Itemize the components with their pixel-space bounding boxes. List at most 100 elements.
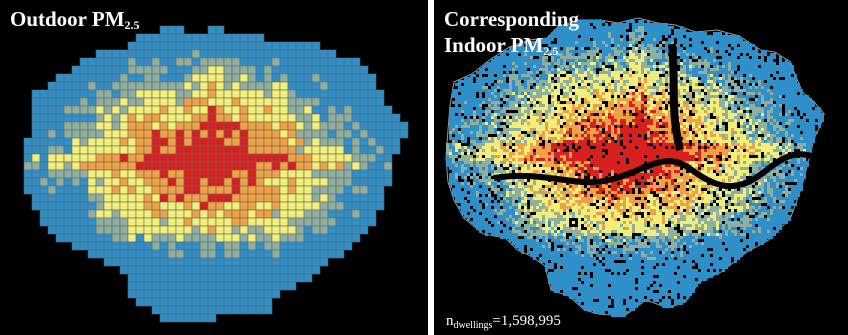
grid-cell	[287, 233, 297, 243]
grid-cell	[215, 241, 225, 251]
grid-cell	[223, 289, 233, 299]
grid-cell	[103, 225, 113, 235]
grid-cell	[319, 81, 329, 91]
grid-cell	[223, 169, 233, 179]
grid-cell	[103, 145, 113, 155]
grid-cell	[303, 113, 313, 123]
grid-cell	[287, 73, 297, 83]
grid-cell	[127, 177, 137, 187]
grid-cell	[223, 49, 233, 59]
grid-cell	[375, 185, 385, 195]
grid-cell	[39, 177, 49, 187]
grid-cell	[135, 185, 145, 195]
grid-cell	[311, 257, 321, 267]
grid-cell	[215, 305, 225, 315]
grid-cell	[183, 129, 193, 139]
grid-cell	[215, 41, 225, 51]
grid-cell	[183, 281, 193, 291]
grid-cell	[287, 41, 297, 51]
grid-cell	[303, 265, 313, 275]
grid-cell	[247, 33, 257, 43]
grid-cell	[55, 137, 65, 147]
grid-cell	[303, 273, 313, 283]
grid-cell	[247, 249, 257, 259]
grid-cell	[175, 81, 185, 91]
grid-cell	[295, 169, 305, 179]
grid-cell	[63, 137, 73, 147]
grid-cell	[207, 249, 217, 259]
grid-cell	[335, 113, 345, 123]
grid-cell	[119, 65, 129, 75]
grid-cell	[71, 233, 81, 243]
grid-cell	[71, 217, 81, 227]
grid-cell	[119, 113, 129, 123]
grid-cell	[159, 57, 169, 67]
grid-cell	[295, 129, 305, 139]
grid-cell	[303, 161, 313, 171]
grid-cell	[191, 185, 201, 195]
indoor-title-line2: Indoor PM	[444, 33, 544, 57]
grid-cell	[103, 201, 113, 211]
grid-cell	[159, 25, 169, 35]
grid-cell	[287, 57, 297, 67]
grid-cell	[223, 257, 233, 267]
grid-cell	[55, 81, 65, 91]
grid-cell	[255, 153, 265, 163]
grid-cell	[367, 161, 377, 171]
grid-cell	[351, 225, 361, 235]
grid-cell	[343, 169, 353, 179]
grid-cell	[279, 81, 289, 91]
grid-cell	[191, 81, 201, 91]
grid-cell	[215, 209, 225, 219]
grid-cell	[143, 137, 153, 147]
grid-cell	[159, 105, 169, 115]
grid-cell	[271, 217, 281, 227]
grid-cell	[143, 161, 153, 171]
grid-cell	[207, 185, 217, 195]
grid-cell	[79, 113, 89, 123]
grid-cell	[367, 185, 377, 195]
grid-cell	[215, 153, 225, 163]
grid-cell	[223, 33, 233, 43]
grid-cell	[247, 97, 257, 107]
grid-cell	[95, 201, 105, 211]
grid-cell	[223, 137, 233, 147]
grid-cell	[199, 297, 209, 307]
grid-cell	[135, 193, 145, 203]
grid-cell	[71, 65, 81, 75]
grid-cell	[175, 33, 185, 43]
grid-cell	[63, 81, 73, 91]
grid-cell	[263, 161, 273, 171]
grid-cell	[247, 57, 257, 67]
grid-cell	[367, 105, 377, 115]
grid-cell	[311, 201, 321, 211]
grid-cell	[303, 49, 313, 59]
grid-cell	[63, 201, 73, 211]
grid-cell	[135, 65, 145, 75]
grid-cell	[207, 265, 217, 275]
grid-cell	[215, 65, 225, 75]
grid-cell	[263, 217, 273, 227]
grid-cell	[159, 281, 169, 291]
grid-cell	[127, 137, 137, 147]
grid-cell	[335, 225, 345, 235]
grid-cell	[159, 161, 169, 171]
grid-cell	[167, 185, 177, 195]
grid-cell	[143, 145, 153, 155]
grid-cell	[327, 177, 337, 187]
grid-cell	[111, 89, 121, 99]
grid-cell	[199, 233, 209, 243]
grid-cell	[95, 121, 105, 131]
grid-cell	[199, 209, 209, 219]
grid-cell	[215, 137, 225, 147]
grid-cell	[351, 57, 361, 67]
grid-cell	[119, 185, 129, 195]
grid-cell	[191, 97, 201, 107]
grid-cell	[247, 65, 257, 75]
indoor-pm-dwelling-map	[445, 17, 841, 317]
grid-cell	[207, 129, 217, 139]
grid-cell	[31, 161, 41, 171]
grid-cell	[79, 89, 89, 99]
grid-cell	[79, 105, 89, 115]
grid-cell	[255, 241, 265, 251]
